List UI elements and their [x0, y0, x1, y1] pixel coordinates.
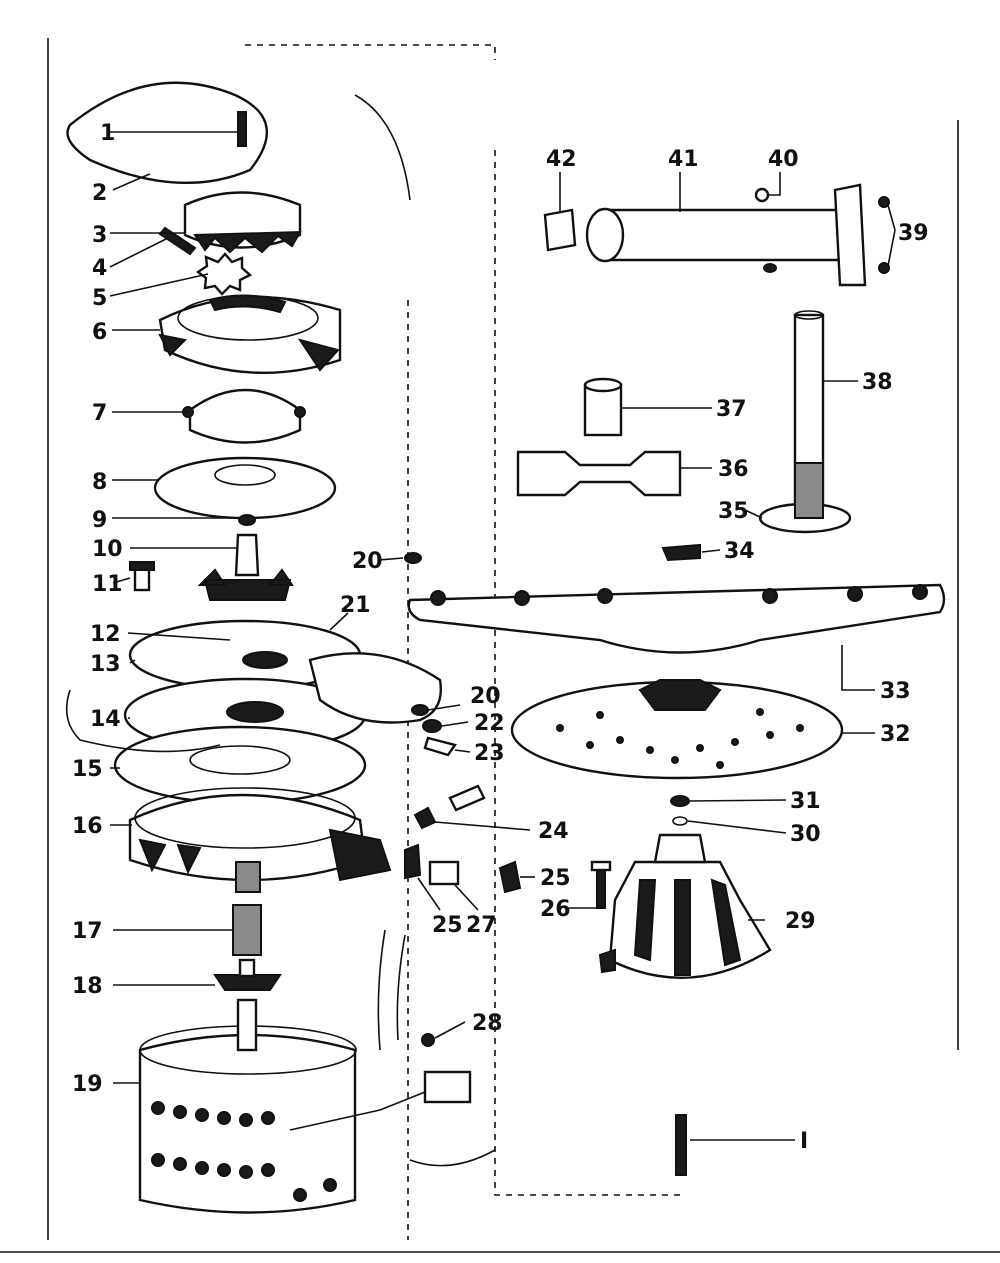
label-3: 3: [92, 223, 107, 248]
label-4: 4: [92, 256, 107, 281]
part-36-gasket: [516, 450, 682, 497]
part-18-seal: [213, 958, 282, 991]
label-30: 30: [790, 822, 821, 847]
label-23: 23: [474, 741, 505, 766]
part-35-38-tube: [758, 310, 852, 534]
part-7-cover: [182, 388, 306, 444]
label-38: 38: [862, 370, 893, 395]
label-41: 41: [668, 147, 699, 172]
part-37-bushing: [583, 377, 623, 437]
label-13: 13: [90, 652, 121, 677]
label-33: 33: [880, 679, 911, 704]
part-8-disc: [153, 456, 337, 520]
part-1-screw: [237, 111, 247, 147]
label-14: 14: [90, 707, 121, 732]
part-32-strainer: [510, 679, 844, 780]
part-11-fitting: [129, 561, 155, 592]
part-1-bottom-screw: [675, 1114, 687, 1176]
label-37: 37: [716, 397, 747, 422]
label-28: 28: [472, 1011, 503, 1036]
label-20-mid: 20: [470, 684, 501, 709]
label-31: 31: [790, 789, 821, 814]
label-34: 34: [724, 539, 755, 564]
part-41-tube: [585, 183, 867, 287]
label-39: 39: [898, 221, 929, 246]
label-9: 9: [92, 508, 107, 533]
label-26: 26: [540, 897, 571, 922]
label-27: 27: [466, 913, 497, 938]
label-42: 42: [546, 147, 577, 172]
label-7: 7: [92, 401, 107, 426]
part-19-motor: [138, 929, 472, 1214]
label-36: 36: [718, 457, 749, 482]
label-22: 22: [474, 711, 505, 736]
label-35: 35: [718, 499, 749, 524]
leader-lines: [109, 131, 896, 1141]
label-5: 5: [92, 286, 107, 311]
label-18: 18: [72, 974, 103, 999]
label-25-right: 25: [540, 866, 571, 891]
part-6-housing: [158, 294, 342, 375]
part-9-washer: [238, 514, 256, 526]
label-24: 24: [538, 819, 569, 844]
part-16-pump-base: [128, 787, 392, 893]
label-1: 1: [100, 121, 115, 146]
label-32: 32: [880, 722, 911, 747]
label-20-top: 20: [352, 549, 383, 574]
callout-labels: 1 2 3 4 5 6 7 8 9 10 11 12 13 14 15 16 1…: [72, 121, 929, 1154]
label-6: 6: [92, 320, 107, 345]
label-1-bottom: I: [800, 1129, 808, 1154]
label-40: 40: [768, 147, 799, 172]
label-2: 2: [92, 181, 107, 206]
part-42-cap: [543, 208, 577, 252]
part-3-cap: [183, 191, 302, 254]
part-17-coupling: [232, 904, 262, 956]
label-25-left: 25: [432, 913, 463, 938]
page-frame: [0, 38, 1000, 1253]
label-15: 15: [72, 757, 103, 782]
part-29-lower-housing: [598, 833, 772, 979]
part-2-ring: [66, 81, 268, 185]
parts-20-28-small: [404, 552, 522, 1047]
label-19: 19: [72, 1072, 103, 1097]
part-34-nut: [661, 543, 701, 562]
part-39-40-fasteners: [754, 187, 890, 274]
label-8: 8: [92, 470, 107, 495]
label-12: 12: [90, 622, 121, 647]
label-16: 16: [72, 814, 103, 839]
label-29: 29: [785, 909, 816, 934]
part-10-impeller: [197, 533, 294, 601]
part-5-star-washer: [195, 252, 253, 296]
part-12-15-plates: [65, 619, 442, 805]
part-33-lower-spray-arm: [407, 583, 946, 654]
part-4-screw: [158, 226, 197, 256]
label-21: 21: [340, 593, 371, 618]
label-17: 17: [72, 919, 103, 944]
label-10: 10: [92, 537, 123, 562]
part-30-31-washers: [670, 795, 690, 826]
label-11: 11: [92, 572, 123, 597]
part-26-bolt: [590, 860, 612, 909]
